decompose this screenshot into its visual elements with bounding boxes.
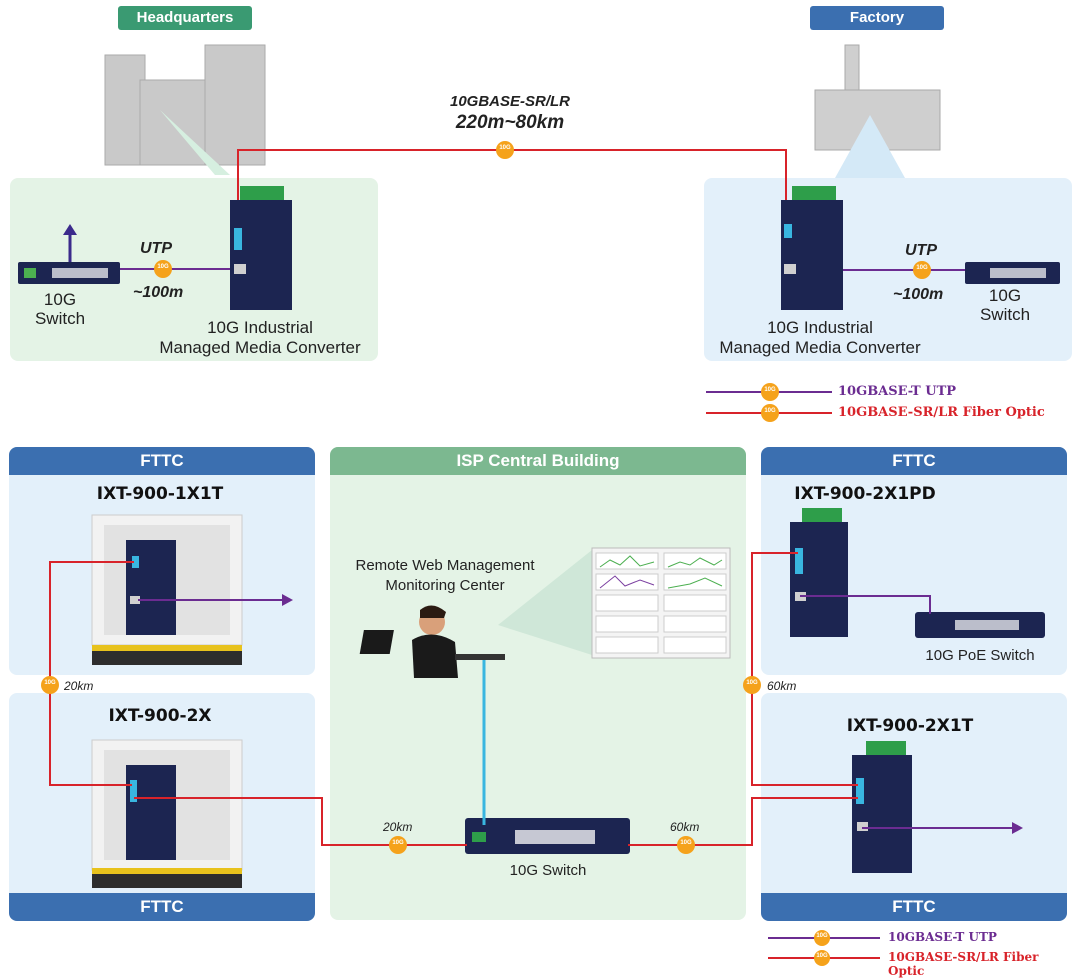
ixt-900-2x1t-utp-arrow: [1012, 822, 1023, 834]
legend-top-utp-badge: [761, 383, 779, 401]
hq-switch-ports: [52, 268, 108, 278]
left-vertical-badge-text: 10G: [44, 680, 56, 686]
hq-converter-label-2: Managed Media Converter: [159, 338, 361, 357]
factory-converter-terminal: [792, 186, 836, 200]
ixt-900-2x-sfp: [130, 780, 137, 802]
center-switch-sfp: [472, 832, 486, 842]
factory-switch-ports: [990, 268, 1046, 278]
fttc-top-right-header: FTTC: [761, 447, 1067, 475]
factory-switch-label-2: Switch: [979, 305, 1031, 324]
isp-header: ISP Central Building: [330, 447, 746, 475]
ixt-900-2x1t-sfp: [856, 778, 864, 804]
center-switch-ports: [515, 830, 595, 844]
legend-top-fiber-label: 10GBASE-SR/LR Fiber Optic: [838, 405, 1045, 420]
factory-utp-badge: [913, 261, 931, 279]
ixt-900-2x1pd-device: [790, 522, 848, 637]
legend-bottom-fiber-badge-text: 10G: [816, 953, 828, 959]
model-ixt-900-2x1t: IXT-900-2X1T: [846, 716, 974, 736]
hq-utp-distance: ~100m: [133, 284, 184, 301]
left-horizontal-badge-text: 10G: [392, 840, 404, 846]
hq-converter-sfp: [234, 228, 242, 250]
headquarters-building-icon: [104, 44, 266, 175]
right-horizontal-distance: 60km: [670, 820, 700, 834]
left-vertical-distance: 20km: [64, 679, 94, 693]
legend-top-utp-label: 10GBASE-T UTP: [838, 384, 957, 399]
model-ixt-900-2x: IXT-900-2X: [108, 706, 212, 726]
legend-bottom-fiber-badge: [814, 950, 830, 966]
ixt-900-1x1t-device: [126, 540, 176, 635]
legend-top-fiber-badge: [761, 404, 779, 422]
factory-media-converter: [781, 200, 843, 310]
fttc-bottom-left-footer: FTTC: [9, 893, 315, 921]
remote-management-label-1: Remote Web Management: [355, 557, 535, 574]
uplink-arrow-head: [63, 224, 77, 235]
factory-building-icon: [814, 44, 941, 178]
hq-converter-rj45: [234, 264, 246, 274]
monitoring-dashboard-icon: [498, 547, 731, 659]
ixt-900-2x1pd-terminal: [802, 508, 842, 522]
operator-icon: [359, 605, 505, 678]
fttc-bottom-right-panel: [761, 693, 1067, 920]
factory-tag: Factory: [810, 6, 944, 30]
ixt-900-2x1t-rj45: [857, 822, 868, 831]
link-standard-label: 10GBASE-SR/LR: [449, 93, 571, 110]
factory-switch-label-1: 10G: [988, 286, 1022, 305]
ixt-900-1x1t-sfp: [132, 556, 139, 568]
factory-utp-badge-text: 10G: [916, 265, 928, 271]
factory-converter-label-2: Managed Media Converter: [719, 338, 921, 357]
right-vertical-badge-text: 10G: [746, 680, 758, 686]
ixt-900-1x1t-utp-arrow: [282, 594, 293, 606]
hq-switch-label-1: 10G: [43, 290, 77, 309]
legend-bottom-utp-badge: [814, 930, 830, 946]
hq-media-converter: [230, 200, 292, 310]
headquarters-tag: Headquarters: [118, 6, 252, 30]
left-horizontal-distance: 20km: [383, 820, 413, 834]
legend-top-utp-badge-text: 10G: [764, 387, 776, 393]
hq-utp-badge-text: 10G: [157, 264, 169, 270]
hq-converter-terminal: [240, 186, 284, 200]
factory-utp-label: UTP: [905, 242, 937, 259]
factory-converter-rj45: [784, 264, 796, 274]
hq-switch-label-2: Switch: [34, 309, 86, 328]
poe-switch-ports: [955, 620, 1019, 630]
left-vertical-fiber: [49, 561, 134, 786]
ixt-900-2x1pd-sfp: [795, 548, 803, 574]
factory-utp-distance: ~100m: [893, 286, 944, 303]
hq-utp-label: UTP: [140, 240, 172, 257]
ixt-900-2x-device: [126, 765, 176, 860]
ixt-900-2x1pd-utp-line: [800, 595, 931, 614]
hq-converter-label-1: 10G Industrial: [207, 318, 313, 337]
legend-bottom-utp-label: 10GBASE-T UTP: [888, 930, 997, 944]
hq-switch-port-block: [24, 268, 36, 278]
left-horizontal-badge: [389, 836, 407, 854]
right-vertical-fiber: [751, 552, 858, 786]
model-ixt-900-2x1pd: IXT-900-2X1PD: [794, 484, 936, 504]
top-fiber-badge-text: 10G: [499, 145, 511, 151]
left-vertical-badge: [41, 676, 59, 694]
right-horizontal-badge-text: 10G: [680, 840, 692, 846]
legend-bottom-fiber-label: 10GBASE-SR/LR Fiber Optic: [888, 950, 1039, 978]
top-fiber-line: [237, 149, 787, 238]
link-distance-label: 220m~80km: [455, 112, 565, 133]
legend-top-fiber-badge-text: 10G: [764, 408, 776, 414]
right-horizontal-badge: [677, 836, 695, 854]
remote-management-label-2: Monitoring Center: [385, 577, 505, 594]
model-ixt-900-1x1t: IXT-900-1X1T: [96, 484, 224, 504]
poe-switch-label: 10G PoE Switch: [925, 647, 1035, 664]
ixt-900-1x1t-rj45: [130, 596, 140, 604]
ixt-900-2x1t-terminal: [866, 741, 906, 755]
hq-utp-badge: [154, 260, 172, 278]
right-vertical-distance: 60km: [767, 679, 797, 693]
right-vertical-badge: [743, 676, 761, 694]
center-switch-label: 10G Switch: [509, 862, 587, 879]
factory-converter-label-1: 10G Industrial: [767, 318, 873, 337]
fttc-top-left-header: FTTC: [9, 447, 315, 475]
fttc-bottom-right-footer: FTTC: [761, 893, 1067, 921]
top-fiber-badge: [496, 141, 514, 159]
factory-converter-sfp: [784, 224, 792, 238]
legend-bottom-utp-badge-text: 10G: [816, 933, 828, 939]
ixt-900-2x1t-device: [852, 755, 912, 873]
